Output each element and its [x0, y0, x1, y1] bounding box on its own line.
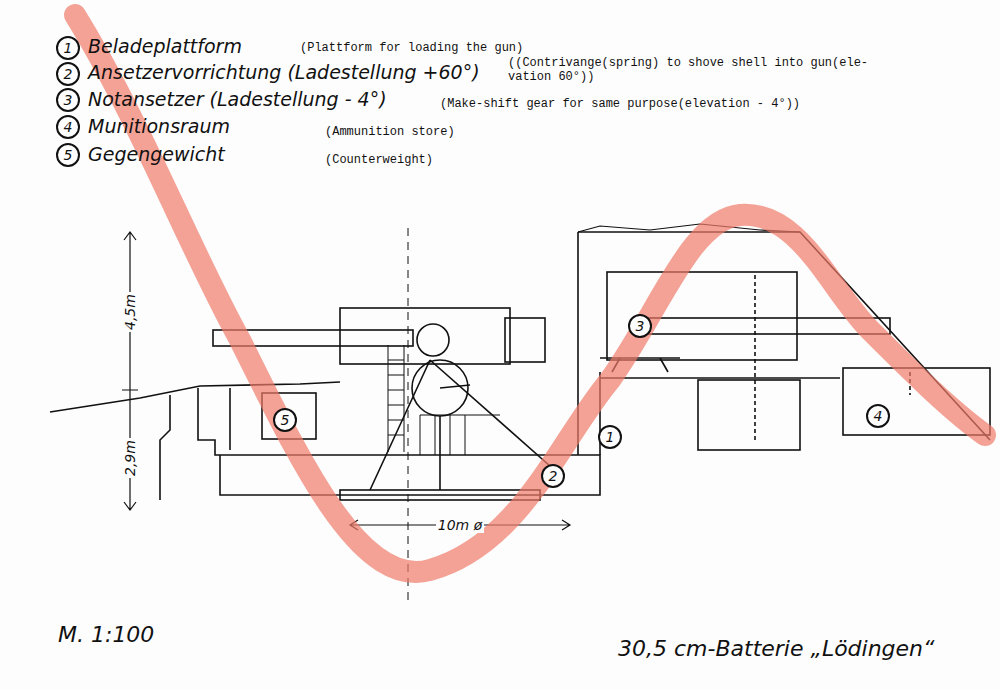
- callout-circle: 3: [628, 314, 652, 338]
- callout-number: 2: [64, 67, 73, 81]
- callout-number: 1: [606, 430, 615, 444]
- callout-number: 3: [64, 93, 73, 107]
- red-strike-mark: [75, 15, 985, 572]
- callout-number: 5: [281, 413, 290, 427]
- legend-translation: (Plattform for loading the gun): [300, 42, 523, 56]
- legend-term: Ansetzervorrichtung (Ladestellung +60°): [88, 62, 480, 84]
- callout-circle: 1: [56, 36, 80, 60]
- dimension-line: [122, 232, 138, 510]
- callout-number: 5: [64, 148, 73, 162]
- trunnion: [417, 324, 449, 356]
- ground-line: [50, 382, 340, 412]
- ladder: [388, 345, 404, 452]
- center-line: [408, 228, 409, 600]
- legend-translation: (Make-shift gear for same purpose(elevat…: [440, 98, 800, 112]
- drawing-note: 30,5 cm-Batterie „Lödingen“: [618, 636, 934, 661]
- gun-cradle: [340, 308, 510, 364]
- callout-number: 4: [64, 120, 73, 134]
- pit-wall: [160, 395, 170, 500]
- callout-circle: 2: [541, 464, 565, 488]
- carriage-frame: [420, 415, 500, 455]
- pit-wall: [229, 388, 231, 450]
- callout-circle: 5: [56, 143, 80, 167]
- callout-circle: 5: [273, 408, 297, 432]
- legend-translation: (Ammunition store): [325, 126, 455, 140]
- dimension-label: 2,9m: [122, 438, 138, 478]
- callout-circle: 4: [866, 404, 890, 428]
- legend-term: Notansetzer (Ladestellung - 4°): [88, 89, 387, 111]
- bunker-floor: [600, 372, 840, 455]
- gun-breech: [505, 318, 545, 362]
- legend-term: Munitionsraum: [88, 116, 230, 138]
- legend-term: Beladeplattform: [88, 36, 242, 58]
- drawing-note: M. 1:100: [58, 622, 154, 647]
- callout-number: 3: [636, 319, 645, 333]
- callout-circle: 3: [56, 88, 80, 112]
- legend-term: Gegengewicht: [88, 144, 225, 166]
- dimension-label: 4,5m: [122, 292, 138, 332]
- callout-number: 2: [549, 469, 558, 483]
- legend-translation: ((Contrivange(spring) to shove shell int…: [508, 57, 878, 85]
- carriage-frame: [370, 360, 550, 490]
- callout-circle: 2: [56, 62, 80, 86]
- callout-circle: 4: [56, 115, 80, 139]
- room-box: [698, 380, 800, 450]
- base-ring: [340, 490, 540, 500]
- callout-number: 1: [64, 41, 73, 55]
- legend-translation: (Counterweight): [325, 154, 433, 168]
- callout-number: 4: [874, 409, 883, 423]
- callout-circle: 1: [598, 425, 622, 449]
- wheel-spoke: [440, 385, 470, 388]
- dimension-label: 10m ø: [436, 517, 484, 533]
